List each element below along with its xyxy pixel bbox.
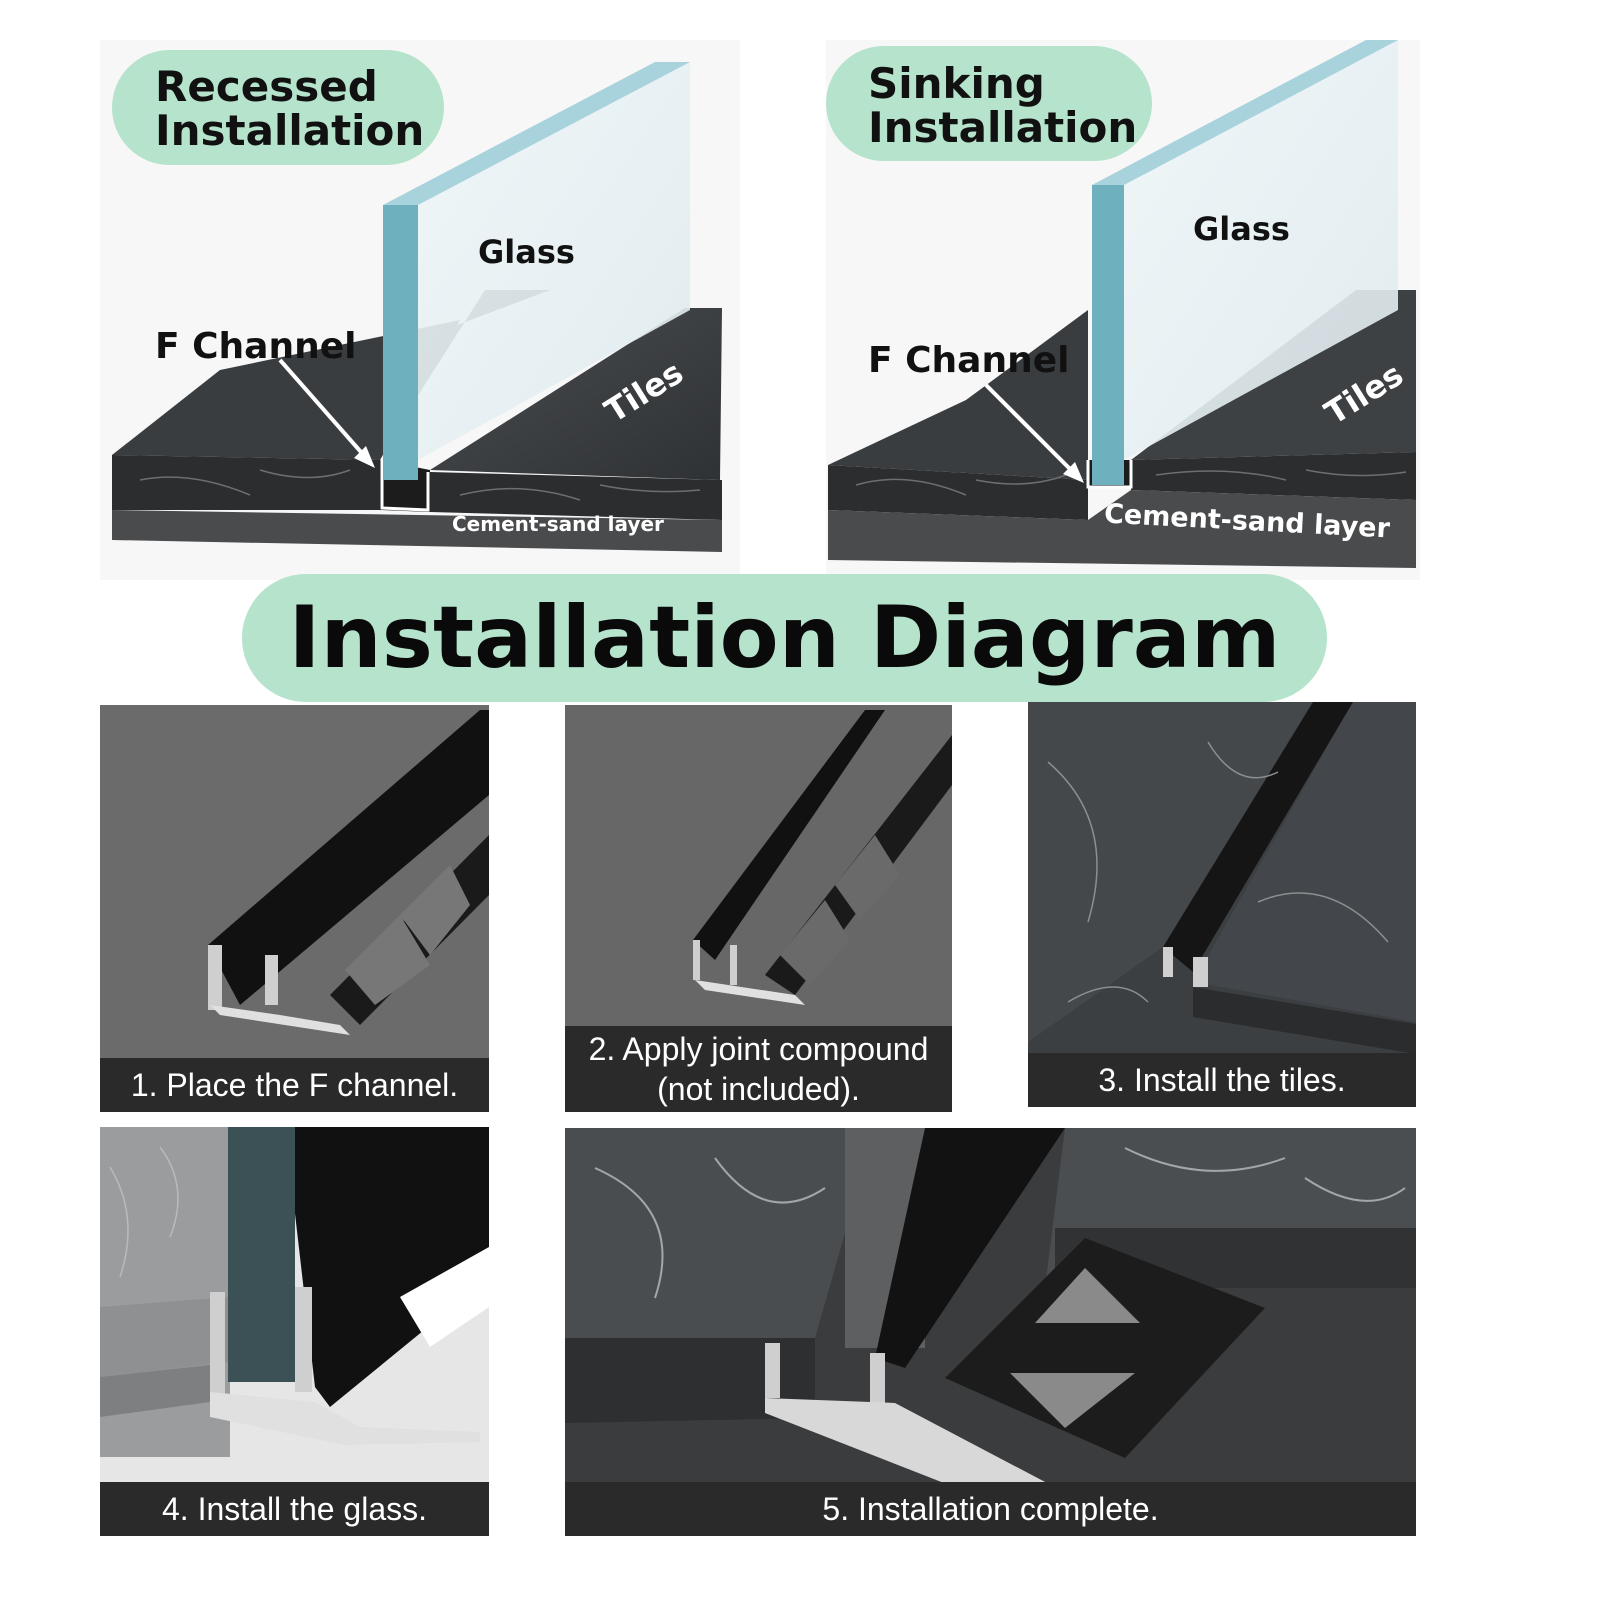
step-2-caption: 2. Apply joint compound (not included). bbox=[565, 1026, 952, 1112]
step-5-illustration bbox=[565, 1128, 1416, 1536]
sinking-channel-label: F Channel bbox=[868, 340, 1070, 381]
sinking-glass-label: Glass bbox=[1193, 210, 1290, 248]
recessed-channel-label: F Channel bbox=[155, 326, 357, 367]
step-4-caption: 4. Install the glass. bbox=[100, 1482, 489, 1536]
recessed-title-pill bbox=[112, 50, 444, 165]
step-1-caption: 1. Place the F channel. bbox=[100, 1058, 489, 1112]
recessed-layer-label: Cement-sand layer bbox=[452, 512, 664, 536]
recessed-title-line1: Recessed bbox=[155, 62, 378, 111]
banner-pill bbox=[242, 574, 1327, 702]
step-1-panel: 1. Place the F channel. bbox=[100, 705, 489, 1112]
step-4-illustration bbox=[100, 1127, 489, 1536]
step-4-panel: 4. Install the glass. bbox=[100, 1127, 489, 1536]
step-5-panel: 5. Installation complete. bbox=[565, 1128, 1416, 1536]
recessed-title: Recessed Installation bbox=[155, 62, 425, 156]
step-3-illustration bbox=[1028, 702, 1416, 1107]
step-3-caption: 3. Install the tiles. bbox=[1028, 1053, 1416, 1107]
step-1-illustration bbox=[100, 705, 489, 1112]
sinking-title-line1: Sinking bbox=[868, 59, 1045, 108]
sinking-title-line2: Installation bbox=[868, 103, 1138, 153]
recessed-title-line2: Installation bbox=[155, 106, 425, 156]
banner-title: Installation Diagram bbox=[288, 588, 1281, 688]
sinking-title: Sinking Installation bbox=[868, 59, 1138, 153]
recessed-glass-label: Glass bbox=[478, 233, 575, 271]
sinking-title-pill bbox=[826, 46, 1152, 161]
step-3-panel: 3. Install the tiles. bbox=[1028, 702, 1416, 1107]
step-2-caption-line2: (not included). bbox=[657, 1071, 860, 1107]
step-2-panel: 2. Apply joint compound (not included). bbox=[565, 705, 952, 1112]
step-5-caption: 5. Installation complete. bbox=[565, 1482, 1416, 1536]
step-2-caption-line1: 2. Apply joint compound bbox=[588, 1031, 929, 1067]
